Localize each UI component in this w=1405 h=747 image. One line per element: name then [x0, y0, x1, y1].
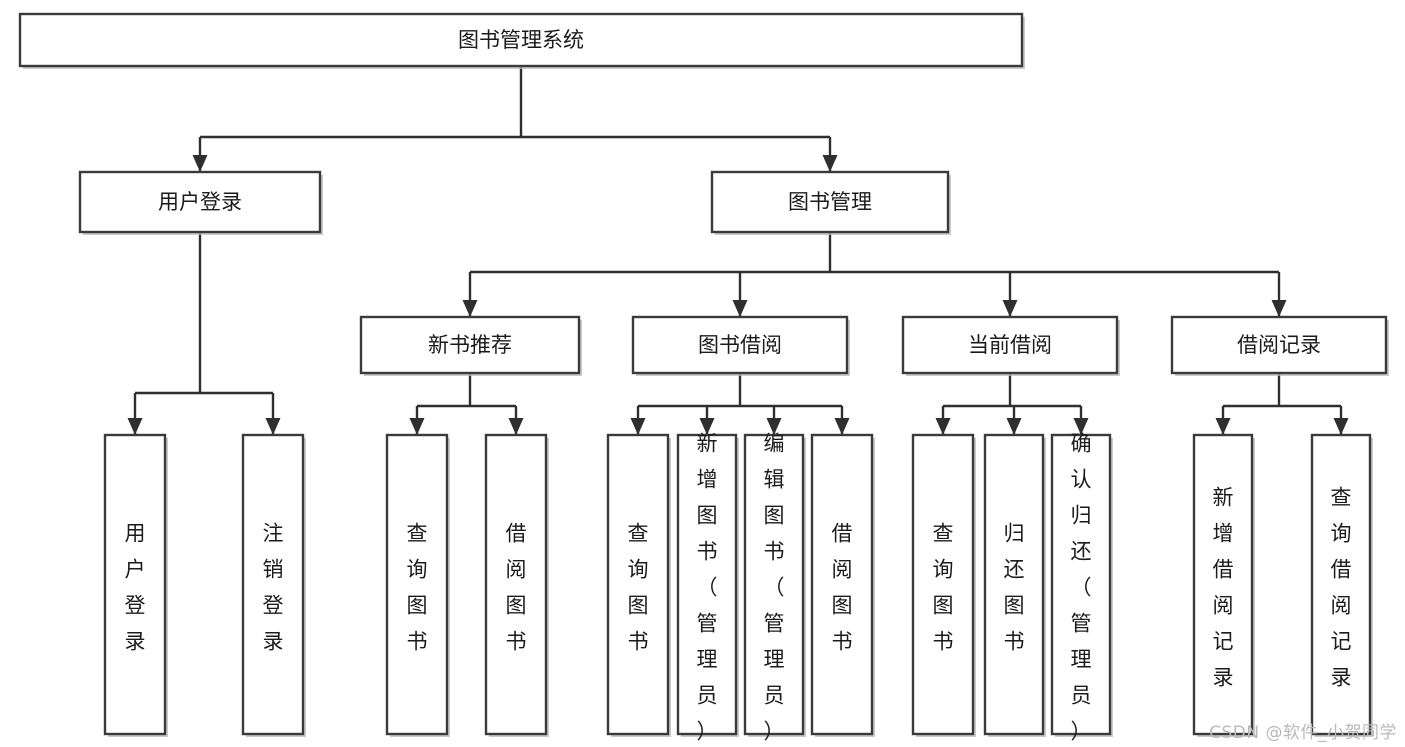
node-leaf-edit-book-label: 编辑图书（管理员） [764, 432, 785, 744]
node-leaf-add-book-rect [676, 433, 738, 736]
node-book-borrow-label: 图书借阅 [698, 333, 782, 357]
node-leaf-add-record-label: 新增借阅记录 [1213, 486, 1234, 690]
node-leaf-borrow-book-1-label: 借阅图书 [506, 522, 527, 654]
connector-root-to-level1 [192, 66, 838, 172]
node-leaf-query-book-2-label: 查询图书 [628, 522, 649, 654]
node-leaf-add-book[interactable]: 新增图书（管理员） [676, 432, 739, 744]
watermark-label: CSDN @软件_小贺同学 [1209, 723, 1397, 743]
node-leaf-query-record-rect [1310, 433, 1372, 736]
node-book-manage-label: 图书管理 [788, 190, 872, 214]
node-leaf-borrow-book-1[interactable]: 借阅图书 [484, 433, 549, 737]
node-new-book-recommend-rect [359, 315, 581, 375]
node-leaf-confirm-return-rect [1050, 433, 1112, 736]
node-leaf-edit-book[interactable]: 编辑图书（管理员） [743, 432, 806, 744]
node-user-login[interactable]: 用户登录 [78, 170, 323, 235]
node-user-login-label: 用户登录 [158, 190, 242, 214]
node-new-book-recommend[interactable]: 新书推荐 [359, 315, 582, 376]
node-leaf-add-book-label: 新增图书（管理员） [697, 432, 718, 744]
node-leaf-add-record[interactable]: 新增借阅记录 [1192, 433, 1255, 737]
node-current-borrow[interactable]: 当前借阅 [901, 315, 1120, 376]
node-leaf-confirm-return-label: 确认归还（管理员） [1071, 432, 1092, 744]
node-book-borrow[interactable]: 图书借阅 [631, 315, 850, 376]
node-book-borrow-rect [631, 315, 849, 375]
node-leaf-query-book-1[interactable]: 查询图书 [385, 433, 450, 737]
node-user-login-rect [78, 170, 322, 234]
connectors-layer [127, 66, 1349, 435]
node-leaf-borrow-book-2[interactable]: 借阅图书 [810, 433, 875, 737]
node-leaf-confirm-return[interactable]: 确认归还（管理员） [1050, 432, 1113, 744]
node-leaf-borrow-book-2-rect [810, 433, 874, 736]
node-new-book-recommend-label: 新书推荐 [428, 333, 512, 357]
node-leaf-return-book-rect [983, 433, 1045, 736]
node-root-rect [18, 12, 1024, 68]
node-leaf-query-book-1-rect [385, 433, 449, 736]
node-leaf-logout[interactable]: 注销登录 [241, 433, 306, 737]
node-borrow-record-label: 借阅记录 [1237, 333, 1321, 357]
node-leaf-query-book-2-rect [606, 433, 670, 736]
node-leaf-query-book-3[interactable]: 查询图书 [911, 433, 976, 737]
node-borrow-record[interactable]: 借阅记录 [1170, 315, 1389, 376]
node-leaf-edit-book-rect [743, 433, 805, 736]
node-book-manage[interactable]: 图书管理 [710, 170, 951, 235]
node-leaf-query-book-1-label: 查询图书 [407, 522, 428, 654]
node-leaf-borrow-book-1-rect [484, 433, 548, 736]
node-root[interactable]: 图书管理系统 [18, 12, 1025, 69]
node-leaf-query-book-2[interactable]: 查询图书 [606, 433, 671, 737]
node-root-label: 图书管理系统 [458, 28, 584, 52]
node-leaf-query-book-3-label: 查询图书 [933, 522, 954, 654]
connector-book-borrow-to-leaves [630, 373, 850, 435]
node-leaf-user-login-rect [103, 433, 167, 736]
nodes-layer: 图书管理系统用户登录图书管理新书推荐图书借阅当前借阅借阅记录用户登录注销登录查询… [18, 12, 1389, 744]
connector-new-book-to-leaves [409, 373, 524, 435]
node-leaf-query-record[interactable]: 查询借阅记录 [1310, 433, 1373, 737]
node-leaf-user-login-label: 用户登录 [125, 522, 146, 654]
node-borrow-record-rect [1170, 315, 1388, 375]
node-book-manage-rect [710, 170, 950, 234]
node-leaf-add-record-rect [1192, 433, 1254, 736]
node-leaf-query-book-3-rect [911, 433, 975, 736]
connector-current-borrow-to-leaves [935, 373, 1089, 435]
node-leaf-borrow-book-2-label: 借阅图书 [832, 522, 853, 654]
node-leaf-user-login[interactable]: 用户登录 [103, 433, 168, 737]
node-current-borrow-rect [901, 315, 1119, 375]
node-current-borrow-label: 当前借阅 [968, 333, 1052, 357]
connector-borrow-record-to-leaves [1215, 373, 1349, 435]
node-leaf-logout-rect [241, 433, 305, 736]
node-leaf-logout-label: 注销登录 [263, 522, 284, 654]
node-leaf-return-book-label: 归还图书 [1004, 522, 1025, 654]
node-leaf-return-book[interactable]: 归还图书 [983, 433, 1046, 737]
node-leaf-query-record-label: 查询借阅记录 [1331, 486, 1352, 690]
connector-user-login-to-leaves [127, 232, 281, 435]
connector-book-manage-to-level2 [462, 232, 1287, 317]
